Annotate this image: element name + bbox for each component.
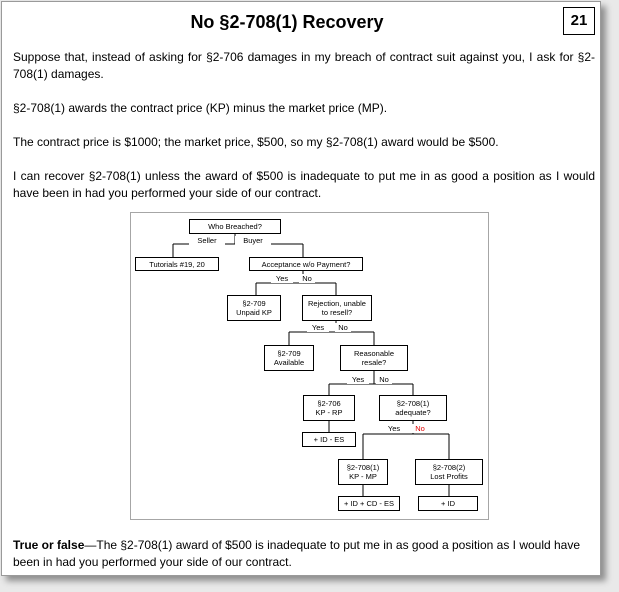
node-2708-2-line2: Lost Profits: [430, 472, 468, 481]
label-no-1: No: [299, 274, 315, 283]
node-2709-available-line2: Available: [273, 358, 305, 367]
question-text: —The §2-708(1) award of $500 is inadequa…: [13, 538, 581, 569]
decision-flowchart: Who Breached? Seller Buyer Tutorials #19…: [130, 212, 489, 520]
node-2708-2-lost-profits: §2-708(2) Lost Profits: [415, 459, 483, 485]
node-who-breached: Who Breached?: [189, 219, 281, 234]
slide-title: No §2-708(1) Recovery: [190, 12, 384, 32]
label-no-2: No: [335, 323, 351, 332]
node-2708-1-kp-mp: §2-708(1) KP - MP: [338, 459, 388, 485]
node-2708-1-adequate: §2-708(1) adequate?: [379, 395, 447, 421]
node-2706-line2: KP - RP: [315, 408, 343, 417]
question-lead: True or false: [13, 538, 85, 552]
node-rejection-line1: Rejection, unable: [308, 299, 366, 308]
node-unpaid-kp: §2-709 Unpaid KP: [227, 295, 281, 321]
node-adequate-line1: §2-708(1): [396, 399, 430, 408]
node-unpaid-kp-line1: §2-709: [242, 299, 266, 308]
paragraph-3: The contract price is $1000; the market …: [13, 135, 499, 149]
node-id: + ID: [418, 496, 478, 511]
node-2709-available-line1: §2-709: [277, 349, 301, 358]
node-adequate-line2: adequate?: [395, 408, 431, 417]
label-yes-4: Yes: [383, 424, 405, 433]
label-no-3: No: [376, 375, 392, 384]
node-rejection: Rejection, unable to resell?: [302, 295, 372, 321]
slide: No §2-708(1) Recovery 21 Suppose that, i…: [1, 1, 601, 576]
node-reasonable-resale: Reasonable resale?: [340, 345, 408, 371]
true-false-question: True or false—The §2-708(1) award of $50…: [13, 537, 595, 571]
node-id-es: + ID - ES: [302, 432, 356, 447]
label-seller: Seller: [189, 236, 225, 245]
node-2708-1-line1: §2-708(1): [346, 463, 380, 472]
paragraph-4: I can recover §2-708(1) unless the award…: [13, 169, 595, 200]
node-2708-2-line1: §2-708(2): [432, 463, 466, 472]
label-yes-2: Yes: [307, 323, 329, 332]
node-acceptance: Acceptance w/o Payment?: [249, 257, 363, 271]
node-reasonable-line1: Reasonable: [353, 349, 395, 358]
node-2709-available: §2-709 Available: [264, 345, 314, 371]
node-unpaid-kp-line2: Unpaid KP: [236, 308, 272, 317]
node-2706: §2-706 KP - RP: [303, 395, 355, 421]
label-buyer: Buyer: [235, 236, 271, 245]
node-2706-line1: §2-706: [317, 399, 341, 408]
node-tutorials: Tutorials #19, 20: [135, 257, 219, 271]
label-yes-3: Yes: [347, 375, 369, 384]
paragraph-1: Suppose that, instead of asking for §2-7…: [13, 50, 595, 81]
label-yes-1: Yes: [271, 274, 293, 283]
paragraph-2: §2-708(1) awards the contract price (KP)…: [13, 101, 388, 115]
node-reasonable-line2: resale?: [361, 358, 387, 367]
node-rejection-line2: to resell?: [321, 308, 353, 317]
node-2708-1-line2: KP - MP: [349, 472, 377, 481]
page-number: 21: [563, 7, 595, 35]
node-id-cd-es: + ID + CD - ES: [338, 496, 400, 511]
label-no-4-highlighted: No: [412, 424, 428, 433]
